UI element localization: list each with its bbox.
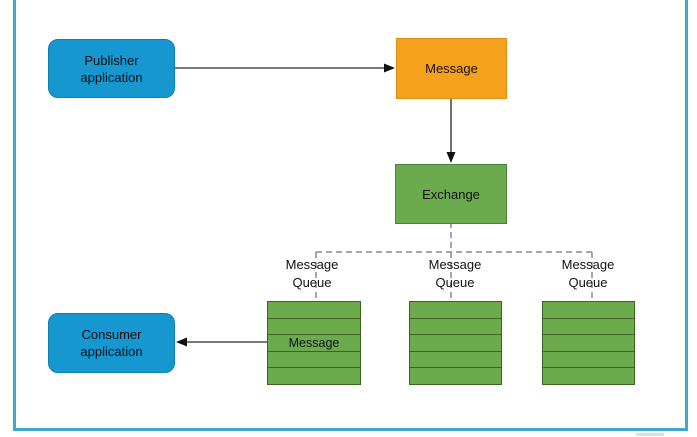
queue-slot <box>410 335 501 352</box>
arrow-publisher-to-message <box>173 63 395 73</box>
queue-label-1: Message Queue <box>285 257 339 290</box>
queue-slot <box>543 335 634 352</box>
queue-slot <box>543 368 634 384</box>
arrow-queue-to-consumer <box>176 337 267 347</box>
queue-slot <box>410 352 501 369</box>
queue-slot <box>268 368 360 384</box>
queue-slot <box>543 319 634 336</box>
arrow-message-to-exchange <box>446 97 456 163</box>
queue-slot <box>410 319 501 336</box>
message-queue-1: Message <box>267 301 361 385</box>
queue-slot <box>410 302 501 319</box>
queue-slot <box>268 352 360 369</box>
queue-label-3: Message Queue <box>561 257 615 290</box>
frame-bottom-artifact <box>636 433 664 436</box>
dashed-exchange-to-queues <box>315 222 593 300</box>
frame-bottom-border <box>13 428 688 431</box>
message-queue-3 <box>542 301 635 385</box>
message-node: Message <box>396 38 507 99</box>
queue-slot <box>268 319 360 336</box>
queue-slot <box>410 368 501 384</box>
queue-slot <box>268 302 360 319</box>
queue-label-2: Message Queue <box>428 257 482 290</box>
frame-left-border <box>13 0 16 431</box>
queue-slot-message: Message <box>268 335 360 352</box>
consumer-application-node: Consumer application <box>48 313 175 373</box>
queue-slot <box>543 352 634 369</box>
message-queue-2 <box>409 301 502 385</box>
publisher-application-node: Publisher application <box>48 39 175 98</box>
frame-right-border <box>685 0 688 431</box>
exchange-node: Exchange <box>395 164 507 224</box>
queue-slot <box>543 302 634 319</box>
